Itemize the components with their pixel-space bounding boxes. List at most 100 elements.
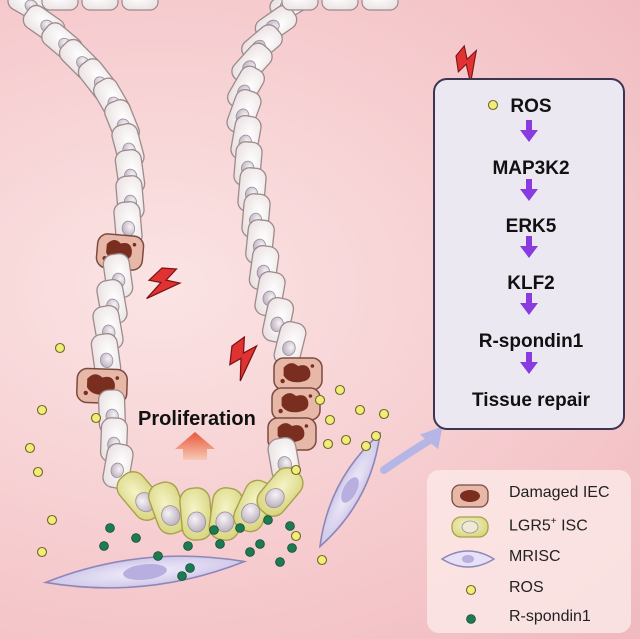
arrow-shaft: [526, 352, 532, 364]
rspondin1-dot: [263, 515, 273, 525]
debris-fragment: [308, 394, 313, 398]
pathway-down-arrow-icon: [520, 236, 538, 258]
rspondin1-dot: [215, 539, 225, 549]
mrisc-nucleus: [341, 477, 359, 503]
mrisc-nucleus: [462, 555, 474, 563]
damaged-cell-debris: [281, 393, 309, 413]
epithelial-cell-body: [281, 0, 319, 11]
rspondin1-dot: [153, 551, 163, 561]
pathway-down-arrow-icon: [520, 293, 538, 315]
epithelial-cell: [361, 0, 399, 11]
legend-damaged-iec-icon: [451, 484, 489, 508]
legend-ros-icon: [465, 584, 477, 596]
rspondin1-dot: [183, 541, 193, 551]
cell-nucleus: [461, 520, 479, 534]
damaged-cell-debris: [460, 490, 480, 502]
epithelial-cell: [121, 0, 159, 11]
mrisc-cell: [42, 555, 248, 589]
legend-label-damaged-iec: Damaged IEC: [509, 484, 610, 501]
ros-dot: [360, 440, 372, 452]
cell-nucleus: [99, 352, 114, 369]
epithelial-cell: [281, 0, 319, 11]
arrow-head: [520, 246, 538, 258]
ros-dot: [354, 404, 366, 416]
lightning-shape: [146, 267, 182, 300]
debris-fragment: [278, 408, 283, 414]
pathway-step-klf2: KLF2: [507, 273, 555, 294]
ros-dot: [334, 384, 346, 396]
rspondin1-dot: [177, 571, 187, 581]
debris-fragment: [115, 376, 120, 380]
lightning-bolt-icon: [146, 267, 182, 300]
cell-nucleus: [241, 503, 261, 524]
rspondin1-dot: [245, 547, 255, 557]
legend-label-ros: ROS: [509, 579, 544, 596]
ros-dot: [290, 464, 302, 476]
debris-fragment: [132, 242, 137, 247]
cell-nucleus: [161, 505, 181, 526]
ros-dot: [314, 394, 326, 406]
debris-fragment: [304, 424, 309, 428]
ros-dot: [54, 342, 66, 354]
rspondin1-dot: [105, 523, 115, 533]
legend-lgr5-isc-icon: [451, 516, 489, 538]
lightning-bolt-icon: [455, 44, 478, 84]
pathway-down-arrow-icon: [520, 352, 538, 374]
rspondin1-dot: [99, 541, 109, 551]
cell-nucleus: [110, 462, 124, 478]
epithelial-cell-body: [41, 0, 79, 11]
rspondin1-dot: [275, 557, 285, 567]
arrow-shaft: [526, 120, 532, 132]
epithelial-cell-body: [81, 0, 119, 11]
lightning-bolt-icon: [229, 335, 258, 382]
pathway-connector-arrow: [380, 436, 434, 474]
epithelial-cell: [273, 320, 307, 368]
pathway-step-tissue-repair: Tissue repair: [472, 390, 590, 411]
damaged-cell-debris: [283, 363, 311, 383]
pathway-down-arrow-icon: [520, 179, 538, 201]
cell-nucleus: [265, 488, 285, 509]
ros-dot: [32, 466, 44, 478]
pathway-step-map3k2: MAP3K2: [492, 158, 570, 179]
arrow-shaft: [526, 236, 532, 248]
arrow-shaft: [526, 179, 532, 191]
ros-dot: [487, 99, 499, 111]
epithelial-cell-body: [361, 0, 399, 11]
lightning-shape: [229, 335, 258, 382]
legend-mrisc-icon: [440, 550, 496, 568]
ros-dot: [378, 408, 390, 420]
cell-nucleus: [215, 511, 235, 533]
damaged-epithelial-cell: [271, 387, 321, 421]
epithelial-cell-body: [321, 0, 359, 11]
ros-dot: [36, 546, 48, 558]
ros-dot: [46, 514, 58, 526]
rspondin1-dot: [131, 533, 141, 543]
arrow-shaft: [526, 293, 532, 305]
epithelial-cell-body: [121, 0, 159, 11]
legend-rspondin1-icon: [466, 614, 476, 624]
legend-label-lgr5-isc: LGR5+ ISC: [509, 516, 588, 535]
debris-fragment: [83, 390, 88, 396]
ros-dot: [322, 438, 334, 450]
rspondin1-dot: [287, 543, 297, 553]
epithelial-cell: [41, 0, 79, 11]
pathway-connector-arrowhead: [419, 426, 443, 450]
arrow-head: [520, 189, 538, 201]
rspondin1-dot: [185, 563, 195, 573]
arrow-head: [520, 303, 538, 315]
rspondin1-dot: [235, 523, 245, 533]
ros-dot: [36, 404, 48, 416]
lightning-shape: [455, 44, 478, 84]
ros-dot: [90, 412, 102, 424]
ros-dot: [316, 554, 328, 566]
proliferation-arrow-icon: [175, 432, 215, 460]
ros-dot: [370, 430, 382, 442]
legend-label-mrisc: MRISC: [509, 548, 561, 565]
proliferation-label: Proliferation: [138, 408, 256, 430]
rspondin1-dot: [285, 521, 295, 531]
arrow-head: [520, 130, 538, 142]
ros-dot: [290, 530, 302, 542]
